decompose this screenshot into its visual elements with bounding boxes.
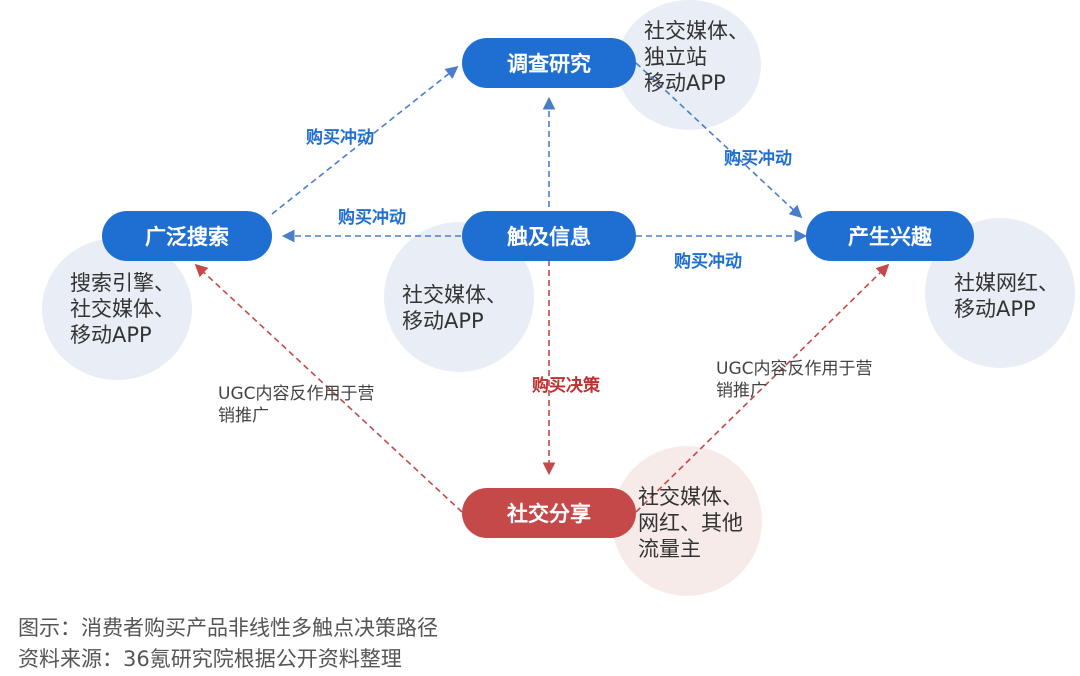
figure-caption: 图示：消费者购买产品非线性多触点决策路径 — [18, 616, 438, 640]
label-reach-to-share: 购买决策 — [532, 376, 600, 396]
ugc-note-left: UGC内容反作用于营 销推广 — [218, 384, 375, 426]
arrow-share-to-search — [194, 263, 463, 513]
node-reach: 触及信息 — [462, 211, 636, 261]
arrow-research-to-interest — [635, 62, 803, 219]
share-channel-text: 社交媒体、 网红、其他 流量主 — [638, 485, 743, 561]
label-reach-to-search: 购买冲动 — [338, 208, 406, 228]
search-channel-text: 搜索引擎、 社交媒体、 移动APP — [70, 271, 175, 347]
node-interest: 产生兴趣 — [806, 211, 974, 261]
reach-channel-text: 社交媒体、 移动APP — [402, 283, 507, 333]
interest-channel-text: 社媒网红、 移动APP — [954, 271, 1059, 321]
label-research-to-interest: 购买冲动 — [724, 149, 792, 169]
research-channel-text: 社交媒体、 独立站 移动APP — [644, 19, 749, 95]
arrow-share-to-interest — [635, 263, 890, 513]
node-research: 调查研究 — [462, 38, 636, 88]
ugc-note-right: UGC内容反作用于营 销推广 — [716, 359, 873, 401]
label-search-to-research: 购买冲动 — [306, 128, 374, 148]
source-caption: 资料来源：36氪研究院根据公开资料整理 — [18, 647, 402, 671]
node-search: 广泛搜索 — [102, 211, 272, 261]
arrow-search-to-research — [271, 66, 459, 215]
label-reach-to-interest: 购买冲动 — [674, 252, 742, 272]
search-channel-bubble — [42, 238, 192, 380]
research-channel-bubble — [617, 0, 761, 130]
share-channel-bubble — [612, 446, 762, 596]
node-share: 社交分享 — [462, 488, 636, 538]
